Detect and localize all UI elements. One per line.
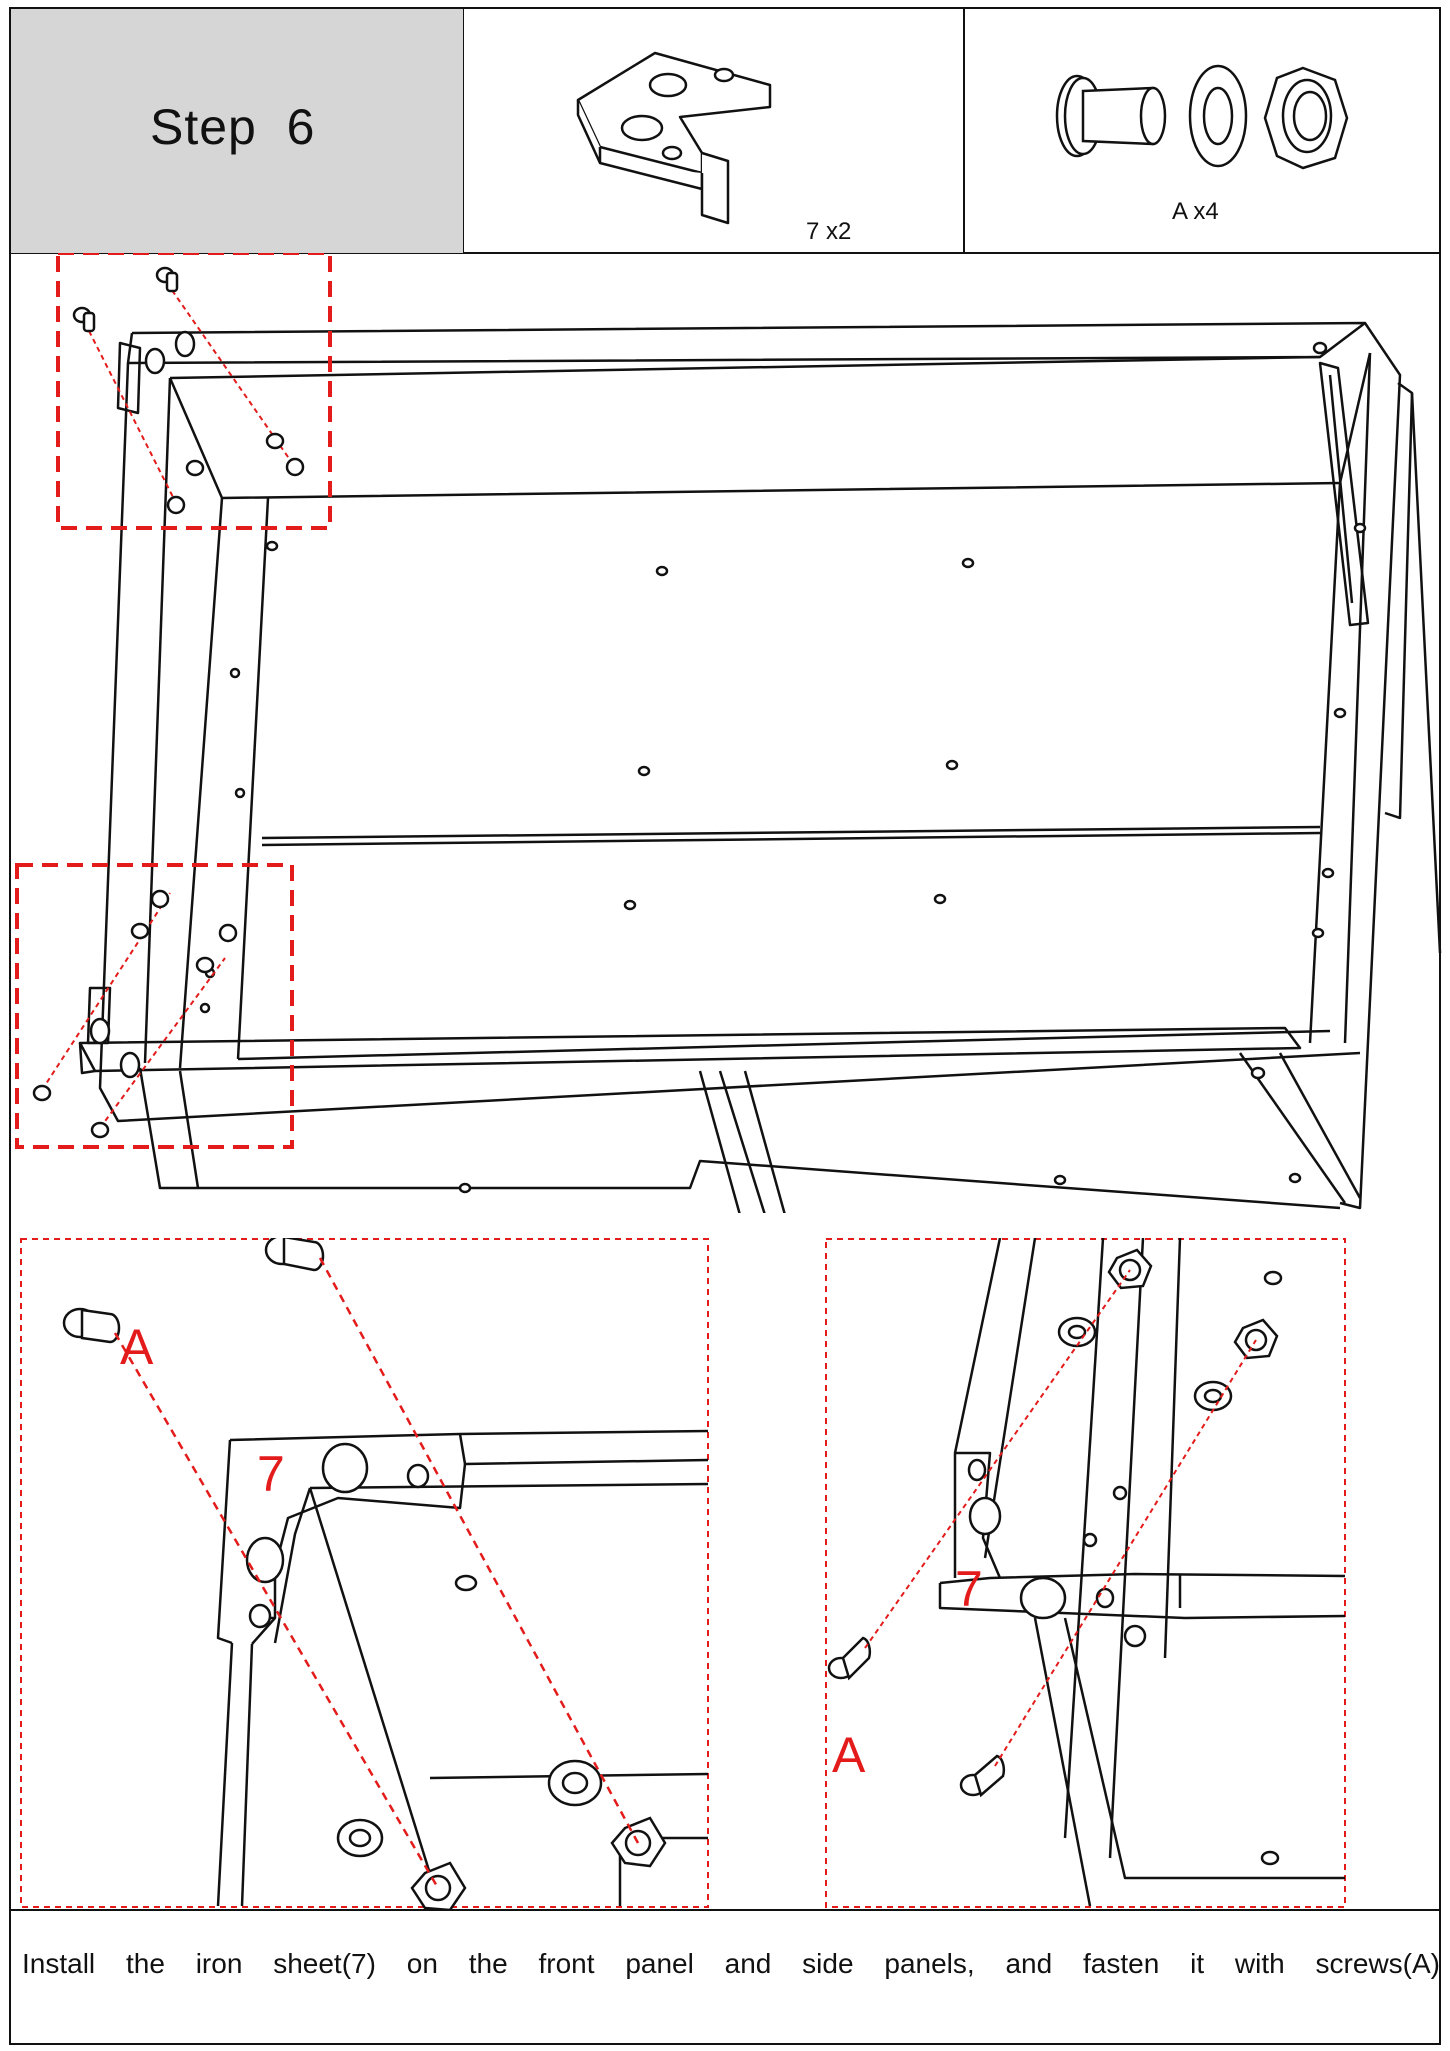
iron-sheet-quantity: 7 x2: [806, 218, 852, 245]
hardware-quantity: A x4: [1172, 198, 1219, 225]
step-header: [11, 9, 463, 253]
fastener-a-label: A: [120, 1319, 154, 1375]
l-bracket-icon: [576, 51, 772, 225]
detail-view-left: [20, 1238, 709, 1910]
bolt-washer-nut-icon: [1055, 64, 1349, 170]
step-title: Step 6: [150, 99, 316, 155]
iron-sheet-7-label: 7: [257, 1446, 285, 1502]
fastener-a-label-right: A: [832, 1727, 866, 1783]
instruction-text: Install the iron sheet(7) on the front p…: [22, 1948, 1440, 1979]
cabinet-assembly-drawing: [15, 253, 1442, 1213]
iron-sheet-7-label-right: 7: [955, 1561, 983, 1617]
detail-view-right: [825, 1238, 1346, 1908]
